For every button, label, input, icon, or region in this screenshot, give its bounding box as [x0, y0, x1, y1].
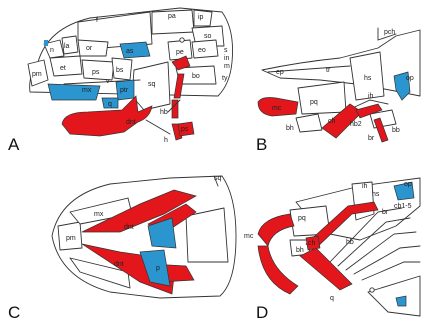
- label-ps-red: ps: [181, 126, 189, 133]
- basihyal: [296, 114, 322, 132]
- panel-letter-c: C: [8, 303, 20, 322]
- label-ch: ch: [328, 118, 336, 125]
- label-or: or: [86, 45, 93, 52]
- label-s: s: [224, 47, 228, 54]
- label-hb2: hb2: [350, 121, 362, 128]
- small-blue-mark: [44, 40, 48, 46]
- label-ptr: ptr: [120, 87, 129, 94]
- label-h: h: [164, 137, 168, 144]
- orbitosphenoid: [78, 40, 108, 56]
- small-blue-d: [396, 296, 406, 306]
- label-dnt-c-top: dnt: [124, 224, 134, 231]
- panel-letter-a: A: [8, 135, 20, 154]
- panel-b-hyoid-lateral: pch ep tr hs op mc pq ih ch bh hb2 bb br…: [256, 28, 420, 154]
- label-ps: ps: [92, 69, 100, 76]
- basicranium-c: [186, 208, 228, 262]
- palatoquadrate: [298, 82, 346, 114]
- label-bh-d: bh: [296, 247, 304, 254]
- label-ih-d: ih: [362, 183, 368, 190]
- label-n: n: [50, 47, 54, 54]
- label-bo: bo: [192, 73, 200, 80]
- label-dnt-c-bottom: dnt: [114, 261, 124, 268]
- label-pm: pm: [32, 71, 42, 78]
- label-m: m: [224, 63, 230, 70]
- label-pch: pch: [384, 29, 395, 36]
- label-hb-d: hb: [346, 239, 354, 246]
- label-mx: mx: [82, 87, 92, 94]
- panel-letter-d: D: [256, 303, 268, 322]
- label-br-d: br: [382, 209, 389, 216]
- label-mc: mc: [272, 105, 282, 112]
- label-bh: bh: [286, 125, 294, 132]
- label-ch-d: ch: [308, 240, 316, 247]
- pointer-line-h: [146, 120, 170, 134]
- label-ih: ih: [368, 93, 374, 100]
- label-p-c: p: [156, 265, 160, 272]
- label-ty: ty: [222, 75, 228, 82]
- label-pq: pq: [310, 99, 318, 106]
- label-sq-c: sq: [214, 175, 222, 182]
- label-hb: hb: [160, 109, 168, 116]
- gill-plate-d: [368, 276, 420, 316]
- panel-d-branchial-ventral: ih hs op cb1-5 pq br mc ch hb bh q D: [244, 178, 420, 322]
- alisphenoid-blue: [120, 42, 150, 58]
- branchial-arch-4: [354, 246, 420, 274]
- label-q: q: [108, 101, 112, 108]
- label-bb: bb: [392, 127, 400, 134]
- label-ip: ip: [198, 14, 204, 21]
- label-sq: sq: [148, 81, 156, 88]
- label-v: v: [106, 78, 110, 85]
- foramen: [180, 38, 184, 42]
- label-f: f: [96, 17, 98, 24]
- label-as: as: [126, 48, 134, 55]
- label-op-d: op: [404, 181, 412, 188]
- panel-letter-b: B: [256, 135, 267, 154]
- ethmoid-bone: [50, 56, 82, 76]
- hyoid-red-d-lower: [300, 248, 352, 290]
- panel-a-skull: f pa ip so n la or as pe eo s in m pm et…: [8, 8, 233, 154]
- label-et: et: [60, 65, 66, 72]
- label-ep: ep: [276, 69, 284, 76]
- label-mc-d: mc: [244, 233, 254, 240]
- label-la: la: [64, 43, 70, 50]
- label-mx-c: mx: [94, 211, 104, 218]
- panel-c-ventral: sq mx pm dnt dnt p C: [8, 175, 236, 322]
- label-pm-c: pm: [66, 235, 76, 242]
- label-dnt: dnt: [126, 119, 136, 126]
- label-pq-d: pq: [298, 215, 306, 222]
- label-hs: hs: [364, 75, 372, 82]
- label-pe: pe: [176, 49, 184, 56]
- label-tr: tr: [326, 67, 331, 74]
- label-br: br: [368, 135, 375, 142]
- label-q-d: q: [330, 295, 334, 302]
- maxilla-blue: [48, 84, 100, 100]
- label-op: op: [406, 75, 414, 82]
- foramen-d: [370, 288, 374, 292]
- label-in: in: [224, 55, 230, 62]
- label-bs: bs: [116, 67, 124, 74]
- label-so: so: [204, 33, 212, 40]
- label-pa: pa: [168, 13, 176, 20]
- meckels-red-d-upper: [258, 214, 294, 246]
- label-cb-d: cb1-5: [394, 203, 412, 210]
- label-hs-d: hs: [372, 191, 380, 198]
- label-eo: eo: [198, 47, 206, 54]
